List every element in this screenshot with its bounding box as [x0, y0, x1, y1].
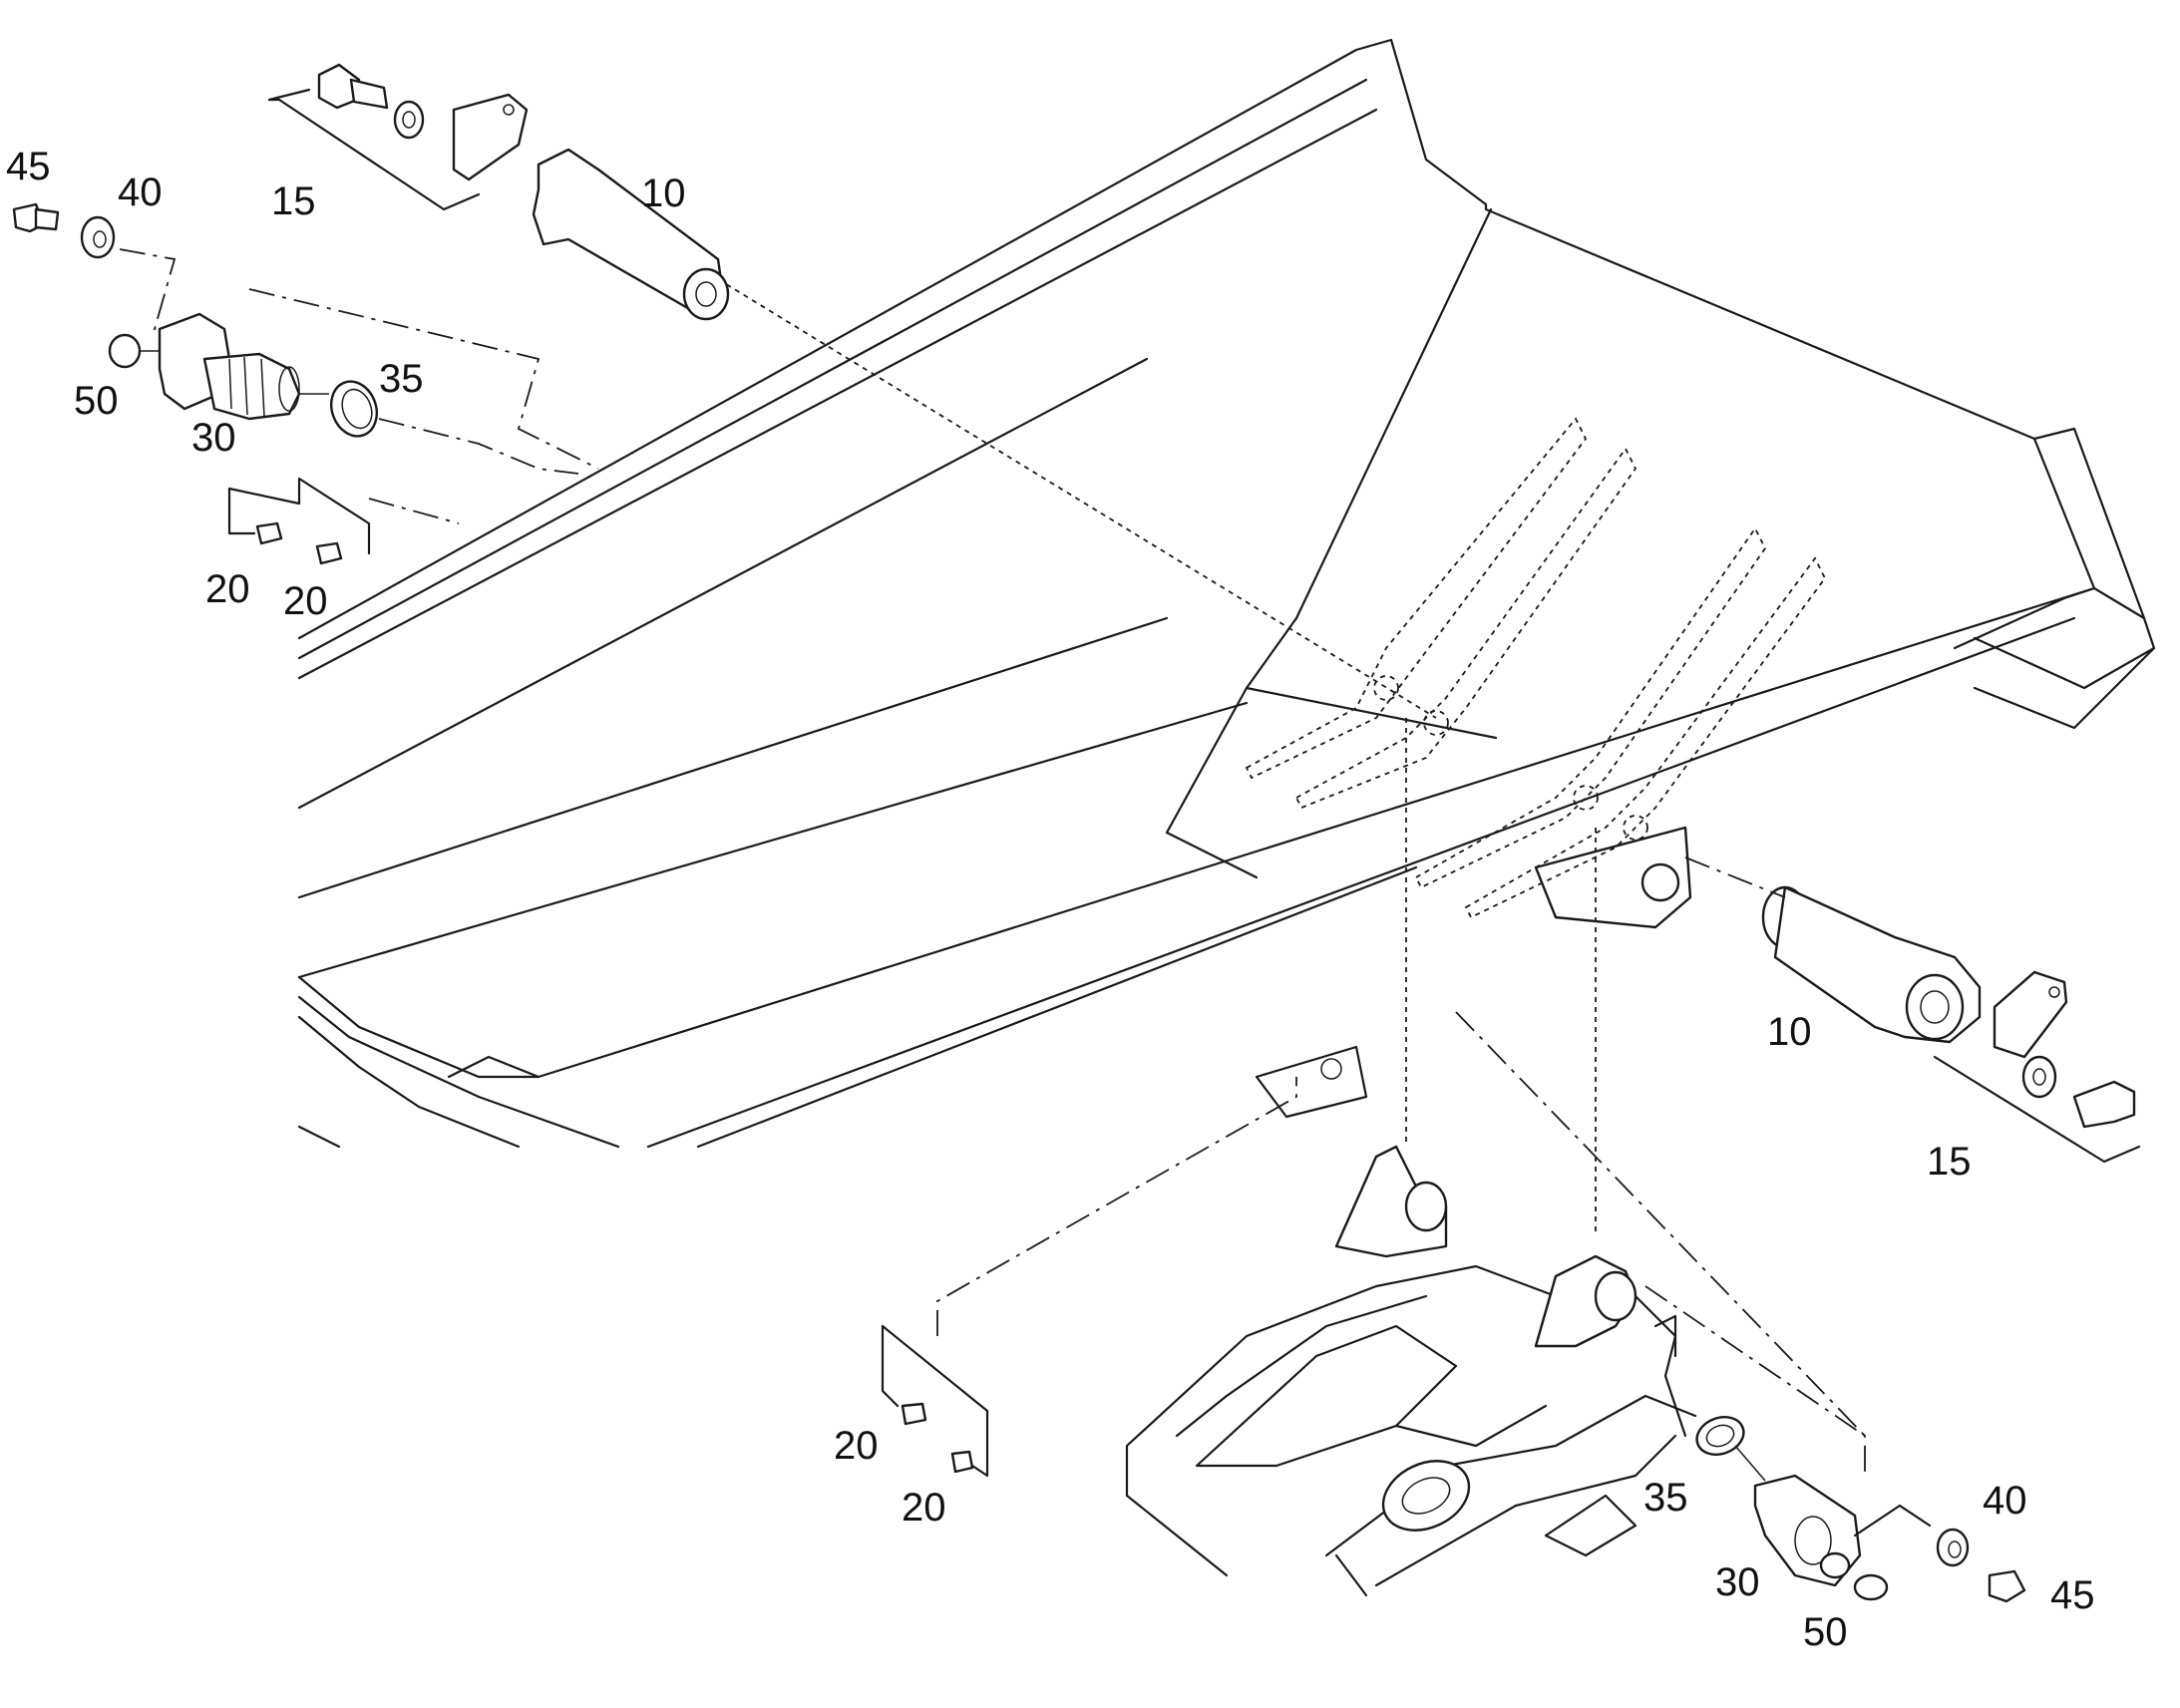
callout-35-top: 35 — [379, 357, 424, 401]
part-35-top — [330, 380, 579, 475]
swing-arm — [1125, 1145, 1697, 1597]
callout-20-top-b: 20 — [283, 579, 328, 623]
part-10-bottom — [1684, 856, 1982, 1044]
part-20-top — [227, 288, 599, 565]
callout-40-bottom: 40 — [1983, 1479, 2027, 1523]
part-15-top — [267, 63, 529, 211]
callout-40-top: 40 — [118, 171, 163, 214]
callout-20-top-a: 20 — [205, 567, 250, 611]
callout-30-bottom: 30 — [1715, 1560, 1760, 1604]
hidden-linkage — [717, 278, 1827, 1236]
part-10-top — [532, 148, 730, 321]
callout-20-bottom-b: 20 — [902, 1486, 946, 1530]
callout-labels: 10 15 45 40 50 30 35 20 20 10 15 20 20 3… — [6, 145, 2095, 1654]
callout-35-bottom: 35 — [1643, 1476, 1688, 1520]
callout-20-bottom-a: 20 — [834, 1424, 879, 1468]
callout-50-bottom: 50 — [1803, 1610, 1848, 1654]
frame-body — [297, 38, 2156, 1149]
part-45-40-top — [12, 202, 180, 330]
part-20-bottom — [881, 1077, 1297, 1478]
callout-45-bottom: 45 — [2050, 1573, 2095, 1617]
callout-15-top: 15 — [271, 179, 316, 223]
part-15-bottom — [1933, 970, 2141, 1164]
callout-10-top: 10 — [641, 171, 686, 215]
callout-10-bottom: 10 — [1767, 1010, 1812, 1054]
callout-30-top: 30 — [191, 416, 236, 460]
callout-15-bottom: 15 — [1927, 1140, 1972, 1184]
part-35-30-bottom — [1455, 1011, 2026, 1603]
callout-50-top: 50 — [74, 379, 119, 423]
callout-45-top: 45 — [6, 145, 51, 188]
part-30-top — [108, 312, 329, 421]
